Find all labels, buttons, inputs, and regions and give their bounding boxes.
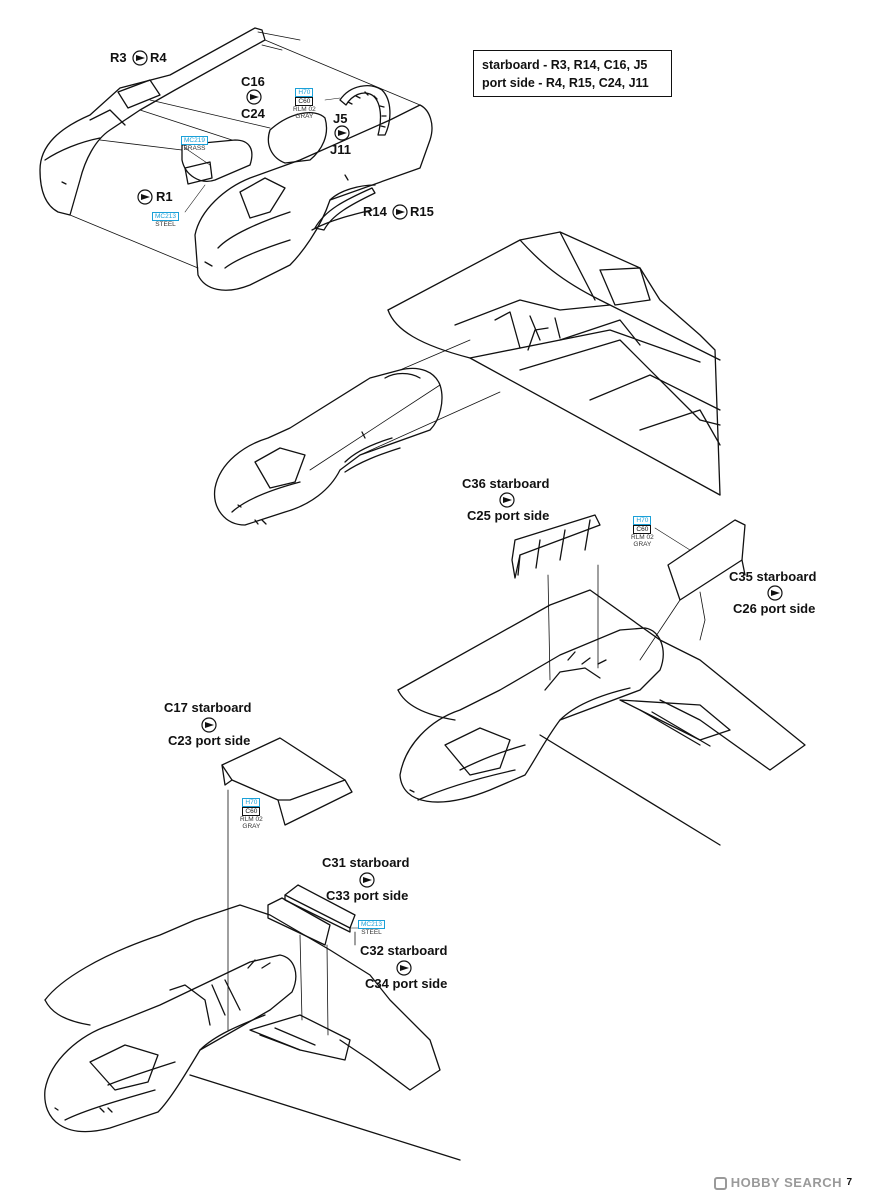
label-j5: J5 [333, 111, 348, 126]
paint-name-steel: STEEL [361, 929, 382, 936]
legend-starboard: starboard - R3, R14, C16, J5 [482, 58, 648, 72]
label-c33: C33 port side [326, 888, 409, 903]
label-c24: C24 [241, 106, 265, 121]
legend-port: port side - R4, R15, C24, J11 [482, 76, 649, 90]
watermark-text: HOBBY SEARCH [730, 1175, 842, 1190]
label-r14: R14 [363, 204, 387, 219]
paint-name-rlm02: RLM 02 [240, 816, 263, 823]
label-c16: C16 [241, 74, 265, 89]
page-number: 7 [846, 1177, 852, 1188]
label-c31: C31 starboard [322, 855, 410, 870]
paint-callout-brass: MC219 BRASS [181, 136, 208, 152]
exploded-nacelle-assembly [39, 27, 433, 291]
panel-assembly [44, 737, 461, 1161]
label-r3: R3 [110, 50, 127, 65]
hobby-search-logo-icon [713, 1177, 727, 1190]
starboard-port-legend: starboard - R3, R14, C16, J5 port side -… [473, 50, 672, 97]
paint-callout-rlm02-j5: H70 C60 RLM 02 GRAY [293, 88, 316, 120]
paint-code-c60: C60 [295, 97, 314, 106]
paint-name-steel: STEEL [155, 221, 176, 228]
label-r4: R4 [150, 50, 167, 65]
paint-name-brass: BRASS [183, 145, 206, 152]
hobby-search-watermark: HOBBY SEARCH [713, 1175, 842, 1190]
label-c17: C17 starboard [164, 700, 252, 715]
paint-code-h70: H70 [633, 516, 652, 525]
paint-code-mc213: MC213 [152, 212, 179, 221]
paint-code-mc219: MC219 [181, 136, 208, 145]
nacelle-wing-assembly [213, 231, 721, 526]
paint-callout-steel-r1: MC213 STEEL [152, 212, 179, 228]
paint-name-gray: GRAY [242, 823, 261, 830]
paint-code-c60: C60 [242, 807, 261, 816]
paint-callout-rlm02-c36: H70 C60 RLM 02 GRAY [631, 516, 654, 548]
label-c26: C26 port side [733, 601, 816, 616]
label-c32: C32 starboard [360, 943, 448, 958]
label-r1: R1 [156, 189, 173, 204]
paint-callout-steel-c31: MC213 STEEL [358, 920, 385, 936]
paint-code-c60: C60 [633, 525, 652, 534]
paint-code-h70: H70 [295, 88, 314, 97]
radiator-flap-assembly [397, 514, 806, 846]
paint-name-gray: GRAY [295, 113, 314, 120]
paint-name-gray: GRAY [633, 541, 652, 548]
label-r15: R15 [410, 204, 434, 219]
paint-callout-rlm02-c17: H70 C60 RLM 02 GRAY [240, 798, 263, 830]
paint-name-rlm02: RLM 02 [631, 534, 654, 541]
label-c36: C36 starboard [462, 476, 550, 491]
label-c25: C25 port side [467, 508, 550, 523]
paint-code-mc213: MC213 [358, 920, 385, 929]
paint-code-h70: H70 [242, 798, 261, 807]
label-j11: J11 [330, 142, 351, 157]
label-c35: C35 starboard [729, 569, 817, 584]
label-c23: C23 port side [168, 733, 251, 748]
label-c34: C34 port side [365, 976, 448, 991]
paint-name-rlm02: RLM 02 [293, 106, 316, 113]
